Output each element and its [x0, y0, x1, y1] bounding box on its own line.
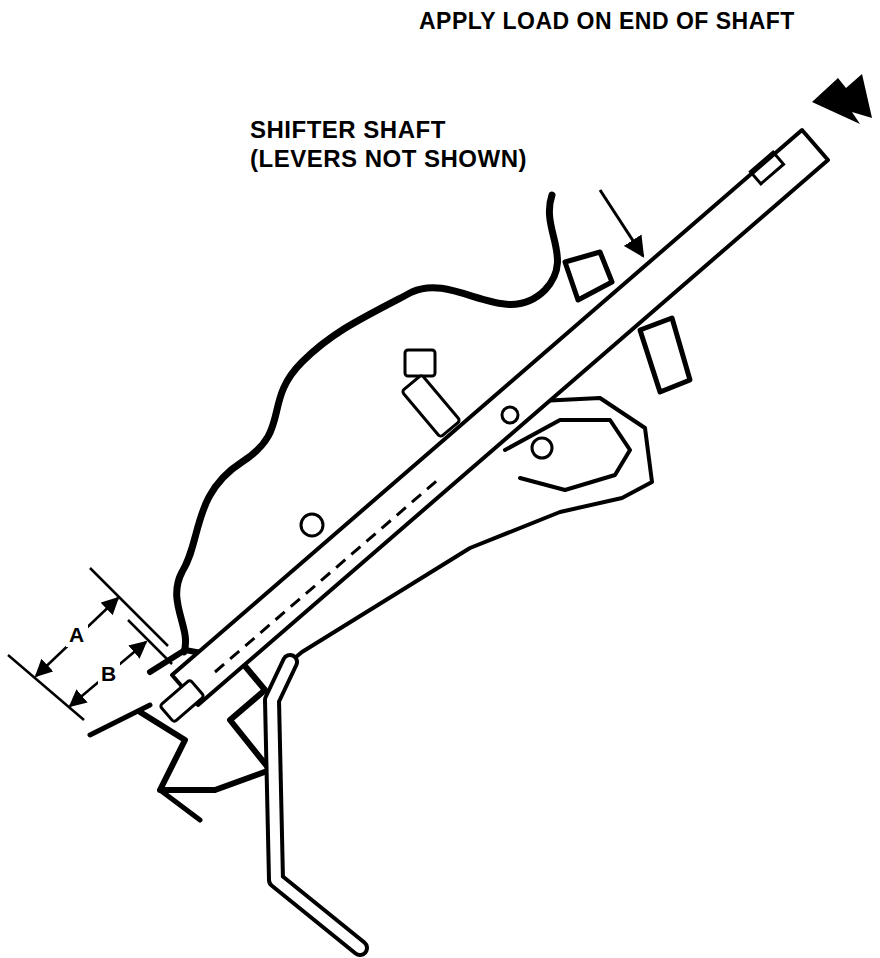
clamp-bolt-body [402, 375, 460, 438]
dimension-line-b [70, 642, 146, 706]
housing-boss [640, 318, 690, 392]
dimension-label: A [66, 622, 88, 647]
shifter-shaft [172, 130, 828, 705]
housing-lower-wall [90, 705, 200, 820]
shaft-end-flat [750, 152, 783, 184]
plate-pin [301, 514, 323, 536]
part-name: SHIFTER SHAFT (LEVERS NOT SHOWN) [250, 116, 550, 174]
load-arrow [812, 74, 872, 124]
extension-line [128, 620, 172, 664]
shift-rod-outline [272, 662, 360, 948]
shaft-lower-end [160, 680, 205, 723]
extension-line [8, 655, 84, 720]
shaft-pin [502, 407, 518, 423]
shaft-hidden-line [215, 478, 440, 672]
clamp-bolt [405, 350, 435, 376]
housing-flange [565, 252, 612, 300]
leader-line [600, 190, 643, 256]
load-note: APPLY LOAD ON END OF SHAFT [419, 8, 874, 36]
lever-hook [505, 420, 630, 490]
shift-rod-fill [272, 662, 360, 948]
detent-pin [532, 438, 552, 458]
dimension-label: B [98, 661, 120, 686]
extension-line [90, 568, 168, 646]
